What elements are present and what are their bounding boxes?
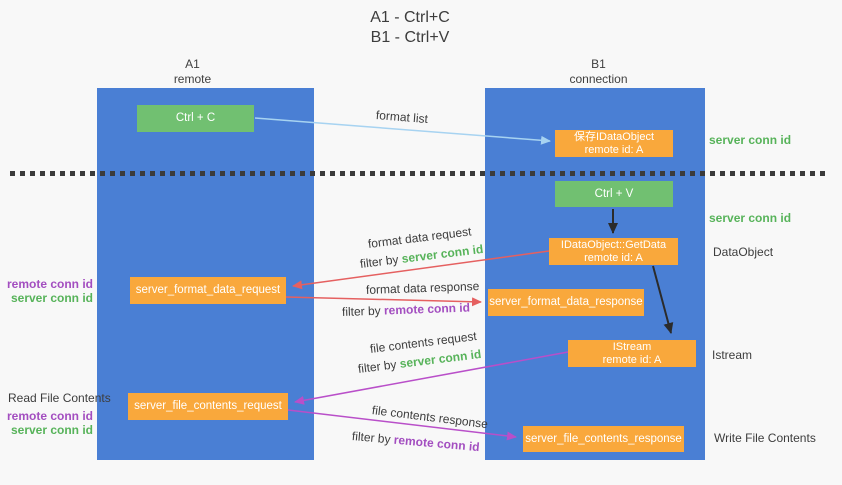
istream-side-label: Istream — [712, 348, 753, 362]
column-header-b1: B1 connection — [540, 57, 657, 87]
server-file-contents-request-box: server_file_contents_request — [128, 393, 288, 420]
format-data-response-label: format data response — [365, 279, 480, 297]
diagram-title: A1 - Ctrl+C B1 - Ctrl+V — [330, 8, 490, 48]
filter-by-text: filter by — [357, 356, 401, 376]
title-line-2: B1 - Ctrl+V — [370, 29, 450, 46]
server-conn-id-left-mid: server conn id — [10, 291, 93, 305]
server-conn-id-left-bottom: server conn id — [10, 423, 93, 437]
filter-by-remote-conn-id-label-2: filter by remote conn id — [351, 429, 480, 454]
file-contents-response-label: file contents response — [371, 403, 489, 432]
filter-by-text: filter by — [359, 251, 403, 271]
server-format-data-response-box: server_format_data_response — [488, 289, 644, 316]
ctrl-v-label: Ctrl + V — [594, 187, 634, 200]
left-conn-id-group-bottom: remote conn id server conn id — [5, 409, 93, 437]
server-file-contents-response-box: server_file_contents_response — [523, 426, 684, 452]
dotted-separator — [10, 171, 825, 176]
server-format-data-request-label: server_format_data_request — [135, 284, 281, 296]
left-conn-id-group-mid: remote conn id server conn id — [5, 277, 93, 305]
column-a1-name: A1 — [185, 57, 200, 71]
server-conn-id-right-top: server conn id — [709, 133, 792, 147]
format-list-label: format list — [375, 108, 429, 127]
istream-line2: remote id: A — [602, 353, 662, 366]
remote-conn-id-text: remote conn id — [393, 432, 481, 455]
server-format-data-request-box: server_format_data_request — [130, 277, 286, 304]
server-file-contents-request-label: server_file_contents_request — [134, 400, 282, 412]
server-file-contents-response-label: server_file_contents_response — [525, 432, 682, 445]
ctrl-c-box: Ctrl + C — [137, 105, 254, 132]
column-a1-sub: remote — [173, 72, 212, 86]
column-b1-sub: connection — [569, 72, 628, 86]
dataobject-label: DataObject — [713, 245, 774, 259]
server-format-data-response-label: server_format_data_response — [489, 296, 643, 308]
remote-conn-id-text: remote conn id — [383, 300, 471, 318]
istream-box: IStream remote id: A — [568, 340, 696, 367]
getdata-line1: IDataObject::GetData — [560, 238, 667, 251]
title-line-1: A1 - Ctrl+C — [370, 9, 450, 26]
getdata-line2: remote id: A — [584, 251, 643, 264]
save-idataobject-line2: remote id: A — [584, 143, 644, 156]
ctrl-c-label: Ctrl + C — [175, 112, 216, 124]
write-file-contents-label: Write File Contents — [714, 431, 816, 445]
save-idataobject-line1: 保存IDataObject — [573, 130, 655, 143]
server-conn-id-text: server conn id — [400, 241, 484, 266]
column-b1-name: B1 — [591, 57, 606, 71]
save-idataobject-box: 保存IDataObject remote id: A — [555, 130, 673, 157]
filter-by-text: filter by — [351, 429, 395, 447]
filter-by-remote-conn-id-label-1: filter by remote conn id — [342, 301, 470, 319]
filter-by-text: filter by — [341, 303, 385, 319]
remote-conn-id-left-bottom: remote conn id — [6, 409, 93, 423]
remote-conn-id-left-mid: remote conn id — [6, 277, 93, 291]
column-header-a1: A1 remote — [134, 57, 251, 87]
getdata-box: IDataObject::GetData remote id: A — [549, 238, 678, 265]
istream-line1: IStream — [612, 340, 652, 353]
ctrl-v-box: Ctrl + V — [555, 181, 673, 207]
server-conn-id-right-mid: server conn id — [709, 211, 792, 225]
read-file-contents-label: Read File Contents — [8, 391, 111, 405]
